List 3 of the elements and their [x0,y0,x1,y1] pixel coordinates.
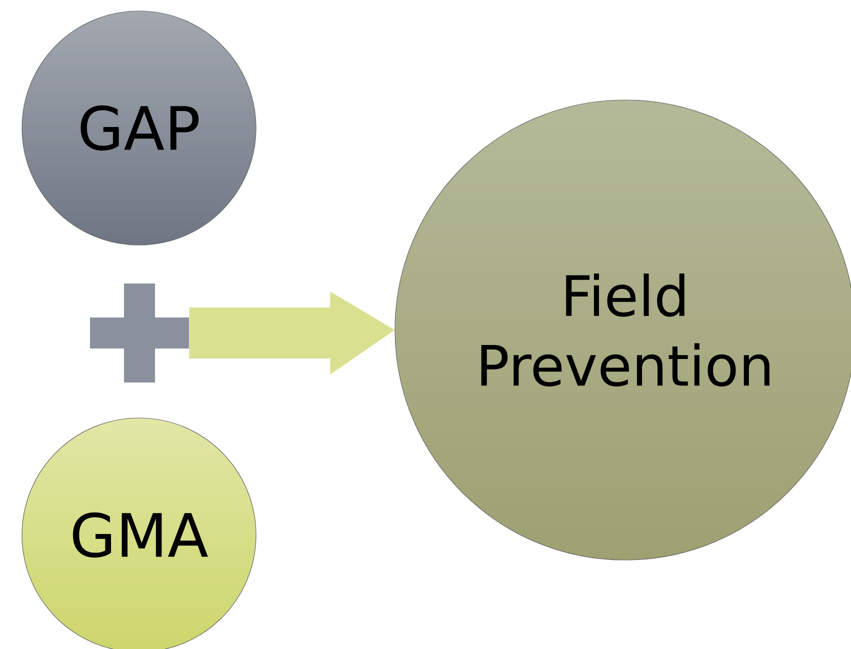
plus-sign [90,284,189,382]
block-arrow [189,292,395,374]
circle-node: GAP [22,10,256,246]
